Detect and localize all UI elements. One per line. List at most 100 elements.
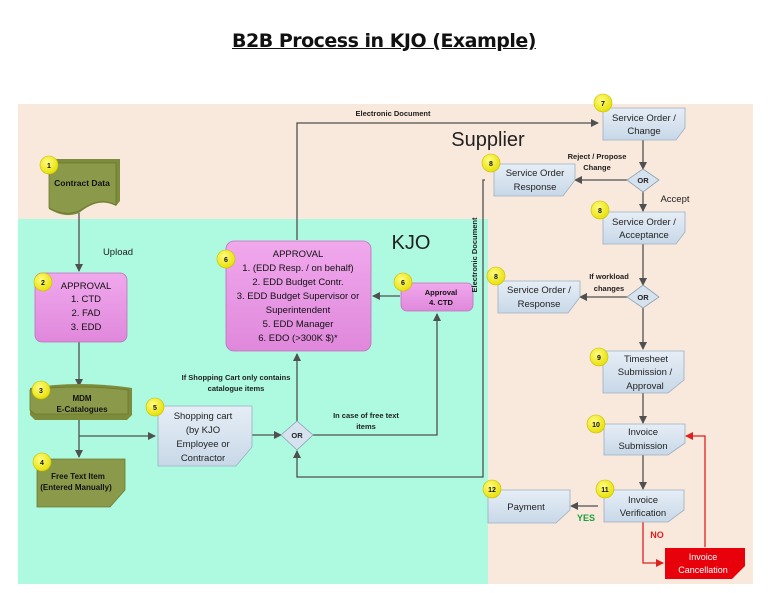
timesheet-line: Submission / [618,367,673,378]
badge-11-text: 11 [601,487,609,494]
approval-edd-line: 5. EDD Manager [263,319,334,330]
node-service-order-response-1[interactable]: Service Order Response [493,163,576,197]
invoice-sub-line: Invoice [628,427,658,438]
node-payment[interactable]: Payment [487,489,571,524]
gateway-or-change[interactable]: OR [626,168,660,193]
gateway-or-cart[interactable]: OR [280,420,314,451]
label-workload: changes [594,284,624,293]
approval1-line: 1. CTD [71,294,101,305]
label-catalogue-only: catalogue items [208,384,265,393]
title-text: B2B Process in KJO (Example) [232,30,536,52]
so-acceptance-line: Service Order / [612,217,676,228]
approval-ctd-line: Approval [425,288,458,297]
node-service-order-acceptance[interactable]: Service Order / Acceptance [602,211,686,245]
badge-9: 9 [589,347,609,367]
so-change-line: Service Order / [612,113,676,124]
badge-11: 11 [595,479,615,499]
badge-3: 3 [31,380,51,400]
node-timesheet[interactable]: Timesheet Submission / Approval [602,350,685,394]
approval1-line: APPROVAL [61,281,112,292]
approval-edd-line: Superintendent [266,305,331,316]
node-invoice-submission[interactable]: Invoice Submission [603,423,686,456]
node-approval-ctd[interactable]: Approval 4. CTD [400,282,474,312]
so-response2-line: Response [518,299,561,310]
approval1-line: 3. EDD [71,322,102,333]
label-workload: If workload [589,272,629,281]
node-mdm-ecatalogues[interactable]: MDM E-Catalogues [29,384,132,420]
badge-2: 2 [33,272,53,292]
contract-data-label: Contract Data [54,178,110,188]
so-acceptance-line: Acceptance [619,230,669,241]
badge-4: 4 [32,452,52,472]
badge-8a-text: 8 [489,161,493,168]
approval-edd-line: 6. EDO (>300K $)* [258,333,338,344]
approval-edd-line: 2. EDD Budget Contr. [252,277,343,288]
edge-so-response-to-or [293,179,485,478]
connectors [75,119,647,510]
timesheet-line: Approval [626,381,664,392]
node-service-order-response-2[interactable]: Service Order / Response [497,280,581,314]
cancel-line: Cancellation [678,565,728,575]
node-contract-data[interactable]: Contract Data [48,159,120,216]
approval-edd-line: 1. (EDD Resp. / on behalf) [242,263,353,274]
free-text-line: Free Text Item [51,472,105,481]
badge-12-text: 12 [488,487,496,494]
edge-electronic-doc-top [296,119,599,240]
edge-or-approval-ctd [313,313,441,436]
so-change-line: Change [627,126,660,137]
badge-5: 5 [145,397,165,417]
badge-7-text: 7 [601,101,605,108]
gateway-or-workload[interactable]: OR [626,284,660,309]
label-accept: Accept [660,194,689,205]
badge-8c-text: 8 [494,274,498,281]
edge-cancel-invoice [685,432,706,547]
supplier-region-label: Supplier [451,129,525,151]
badge-7: 7 [593,93,613,113]
invoice-ver-line: Invoice [628,495,658,506]
node-invoice-cancellation[interactable]: Invoice Cancellation [665,548,745,579]
approval-edd-line: APPROVAL [273,249,324,260]
badge-1: 1 [39,155,59,175]
label-upload: Upload [103,247,133,258]
node-approval-edd[interactable]: APPROVAL 1. (EDD Resp. / on behalf) 2. E… [225,240,372,352]
timesheet-line: Timesheet [624,354,668,365]
badge-8b: 8 [590,200,610,220]
badge-6a-text: 6 [224,257,228,264]
node-invoice-verification[interactable]: Invoice Verification [603,489,685,523]
badge-10-text: 10 [592,422,600,429]
badge-5-text: 5 [153,405,157,412]
or-label: OR [637,176,649,185]
label-catalogue-only: If Shopping Cart only contains [182,373,291,382]
label-electronic-document-vertical: Electronic Document [470,217,479,293]
cart-line: (by KJO [186,425,220,436]
red-connectors [642,432,706,567]
or-label: OR [291,431,303,440]
badge-8c: 8 [486,266,506,286]
label-no: NO [650,530,664,540]
approval1-line: 2. FAD [71,308,100,319]
badge-8a: 8 [481,153,501,173]
badge-3-text: 3 [39,388,43,395]
node-approval-1[interactable]: APPROVAL 1. CTD 2. FAD 3. EDD [34,272,128,343]
label-free-text: items [356,422,376,431]
badge-8b-text: 8 [598,208,602,215]
kjo-region-label: KJO [392,232,431,254]
badge-6b: 6 [393,272,413,292]
mdm-line: MDM [72,394,91,403]
so-response2-line: Service Order / [507,285,571,296]
badge-6b-text: 6 [401,280,405,287]
node-free-text-item[interactable]: Free Text Item (Entered Manually) [36,458,126,508]
node-service-order-change[interactable]: Service Order / Change [602,107,686,141]
badge-9-text: 9 [597,355,601,362]
invoice-ver-line: Verification [620,508,666,519]
payment-label: Payment [507,502,545,513]
label-electronic-document: Electronic Document [355,109,431,118]
label-reject: Reject / Propose [568,152,627,161]
node-shopping-cart[interactable]: Shopping cart (by KJO Employee or Contra… [157,405,253,467]
edge-verification-cancel [642,522,664,567]
approval-edd-line: 3. EDD Budget Supervisor or [237,291,360,302]
mdm-line: E-Catalogues [56,405,108,414]
badge-12: 12 [482,479,502,499]
invoice-sub-line: Submission [618,441,667,452]
